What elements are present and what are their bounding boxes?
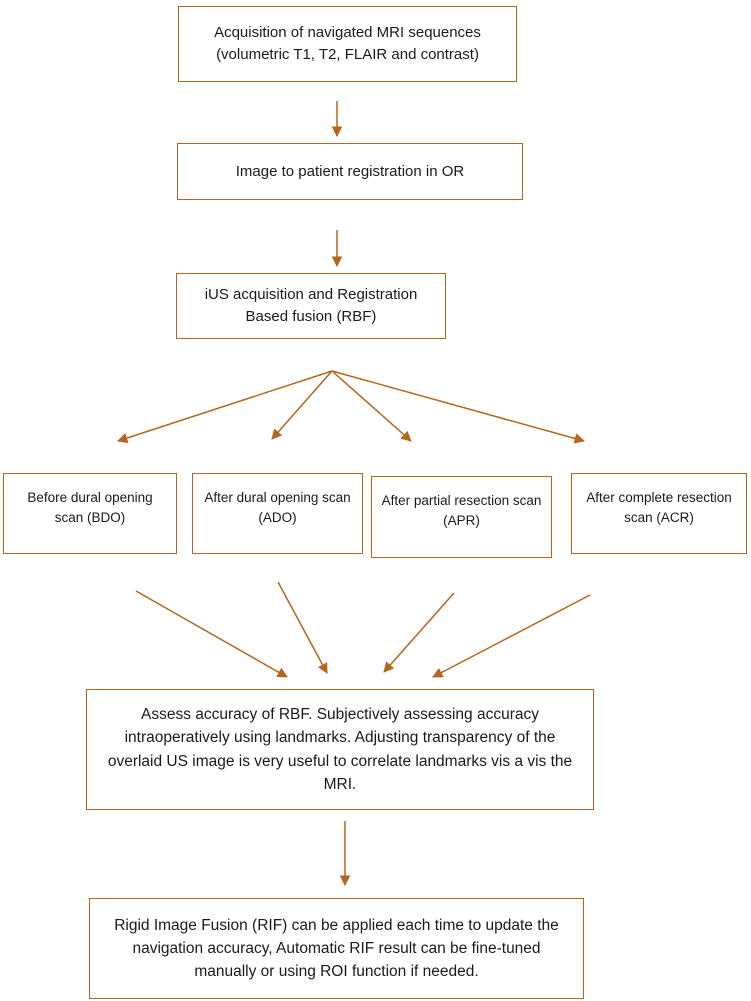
arrow-fusion-to-acr: [331, 370, 586, 444]
arrow-acr-to-assess: [432, 594, 591, 678]
scan-apr-text: After partial resection scan (APR): [381, 493, 542, 529]
ius-fusion-text: iUS acquisition and Registration Based f…: [204, 286, 418, 325]
scan-acr-text: After complete resection scan (ACR): [586, 490, 732, 526]
scan-acr-box: After complete resection scan (ACR): [571, 473, 747, 554]
scan-bdo-box: Before dural opening scan (BDO): [3, 473, 177, 554]
scan-apr-box: After partial resection scan (APR): [371, 476, 552, 558]
assess-text: Assess accuracy of RBF. Subjectively ass…: [107, 706, 573, 793]
ius-fusion-box: iUS acquisition and Registration Based f…: [176, 273, 446, 339]
acquisition-text: Acquisition of navigated MRI sequences (…: [214, 24, 481, 63]
scan-bdo-text: Before dural opening scan (BDO): [27, 490, 153, 526]
registration-box: Image to patient registration in OR: [177, 143, 523, 200]
arrow-ado-to-assess: [277, 581, 328, 674]
arrow-bdo-to-assess: [135, 590, 288, 678]
rif-box: Rigid Image Fusion (RIF) can be applied …: [89, 898, 584, 999]
arrow-fusion-to-apr: [331, 370, 412, 442]
rif-text: Rigid Image Fusion (RIF) can be applied …: [114, 916, 559, 981]
scan-ado-box: After dural opening scan (ADO): [192, 473, 363, 554]
arrow-fusion-to-bdo: [117, 370, 333, 444]
scan-ado-text: After dural opening scan (ADO): [204, 490, 351, 526]
arrow-apr-to-assess: [383, 592, 455, 673]
arrow-fusion-to-ado: [271, 370, 333, 440]
registration-text: Image to patient registration in OR: [235, 162, 465, 180]
acquisition-box: Acquisition of navigated MRI sequences (…: [178, 6, 517, 82]
assess-box: Assess accuracy of RBF. Subjectively ass…: [86, 689, 594, 810]
